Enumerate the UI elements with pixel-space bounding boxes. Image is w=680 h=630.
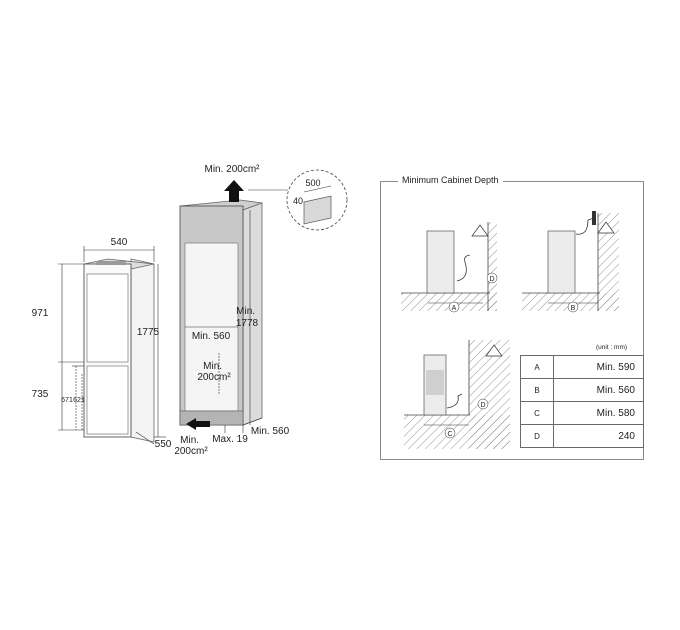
depth-figure-c [404, 340, 510, 449]
fridge-height-label: 1775 [137, 327, 160, 338]
table-row: D 240 [520, 424, 644, 448]
table-row: C Min. 580 [520, 401, 644, 425]
table-row: B Min. 560 [520, 378, 644, 402]
detail-500-label: 500 [305, 178, 320, 188]
detail-40-label: 40 [293, 196, 303, 206]
panel-title: Minimum Cabinet Depth [398, 175, 503, 185]
fridge-dimensions [58, 246, 166, 445]
upper-section-label: 971 [32, 308, 49, 319]
plinth-label: Max. 19 [212, 434, 248, 445]
row-value: Min. 590 [553, 355, 644, 379]
fridge-figure [83, 258, 155, 443]
cabinet-height-label: Min. 1778 [236, 306, 259, 329]
row-key: D [520, 424, 554, 448]
row-key: C [520, 401, 554, 425]
cabinet-height-value: 1778 [236, 318, 259, 329]
cabinet-figure [179, 180, 263, 430]
row-key: A [520, 355, 554, 379]
bottom-vent-label: Min. 200cm² [174, 435, 208, 457]
dim-671-label: 671 [61, 397, 73, 404]
unit-label: (unit : mm) [596, 344, 628, 351]
vent-detail-callout [286, 169, 348, 231]
figure-c-d-label: D [480, 402, 485, 409]
figure-b-label: B [571, 305, 576, 312]
cabinet-depth-label: Min. 560 [251, 426, 290, 437]
row-value: Min. 580 [553, 401, 644, 425]
lower-section-label: 735 [32, 389, 49, 400]
cabinet-width-label: Min. 560 [192, 331, 231, 342]
min-cabinet-depth-panel [380, 181, 644, 460]
figure-c-label: C [447, 431, 452, 438]
dim-621-label: 621 [73, 397, 85, 404]
table-row: A Min. 590 [520, 355, 644, 379]
row-value: 240 [553, 424, 644, 448]
row-value: Min. 560 [553, 378, 644, 402]
top-vent-label: Min. 200cm² [204, 164, 260, 175]
figure-a-label: A [452, 305, 457, 312]
row-key: B [520, 378, 554, 402]
inner-vent-label: Min. 200cm² [197, 361, 231, 383]
fridge-depth-label: 550 [155, 439, 172, 450]
figure-a-d-label: D [489, 276, 494, 283]
depth-figure-a [401, 222, 497, 311]
depth-figure-b [522, 211, 619, 311]
depth-table: A Min. 590 B Min. 560 C Min. 580 D 240 [520, 355, 644, 448]
fridge-width-label: 540 [111, 237, 128, 248]
cabinet-height-line: Min. [236, 306, 255, 317]
cabinet-dimensions [185, 189, 288, 433]
